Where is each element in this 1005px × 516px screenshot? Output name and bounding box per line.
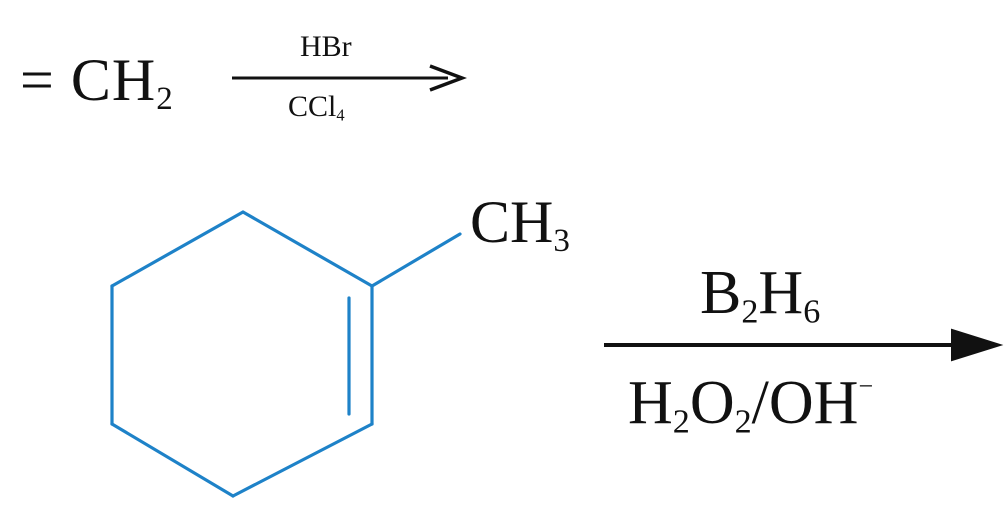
reaction2-reagent-bottom-o: O [689, 369, 735, 437]
reaction1-lhs-subscript: 2 [156, 81, 174, 118]
reaction2-reagent-top-b: B [700, 259, 742, 327]
bond-c3-c4 [231, 422, 374, 498]
reaction1-lhs-formula: = CH2 [20, 47, 174, 116]
methyl-substituent-text: CH [470, 189, 554, 255]
reaction2-reagent-bottom-oh: /OH [751, 369, 859, 437]
reaction2-reagent-bottom-h-subscript: 2 [672, 403, 690, 441]
reaction2-reagent-bottom-o-subscript: 2 [734, 403, 752, 441]
reaction2-reagent-bottom-h: H [628, 369, 673, 437]
reaction2-reagent-top: B2H6 [700, 259, 820, 329]
reaction1-arrow [232, 64, 467, 92]
reaction1-lhs-text: = CH [20, 47, 157, 113]
reaction1-reagent-top: HBr [300, 30, 352, 63]
reaction2-reagent-top-h-subscript: 6 [803, 293, 821, 331]
reaction2-reagent-bottom-charge: − [858, 371, 874, 401]
reaction2-reagent-top-h: H [758, 259, 804, 327]
bond-c6-c1 [110, 210, 245, 288]
reaction2-reagent-bottom: H2O2/OH− [628, 369, 874, 439]
reaction2-arrow [604, 328, 1004, 362]
bond-c4-c5 [110, 422, 235, 498]
bond-c1-c2 [241, 210, 374, 288]
reaction1-reagent-bottom: CCl4 [288, 90, 345, 125]
reaction1-reagent-bottom-text: CCl [288, 90, 337, 123]
cyclohexene-ring [110, 210, 462, 498]
bond-methyl [370, 232, 462, 288]
methyl-substituent-label: CH3 [470, 189, 570, 258]
reaction1-reagent-bottom-subscript: 4 [336, 105, 345, 125]
reaction2-reagent-top-b-subscript: 2 [741, 293, 759, 331]
methyl-substituent-subscript: 3 [553, 223, 570, 260]
